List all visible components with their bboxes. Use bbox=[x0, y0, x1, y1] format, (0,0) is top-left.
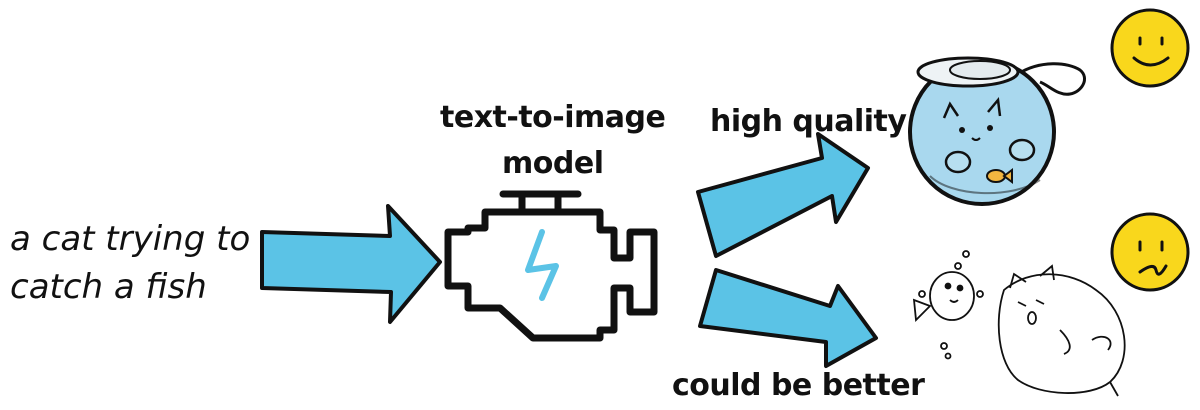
lightning-bolt-icon bbox=[525, 229, 559, 301]
could-be-better-arrow bbox=[698, 268, 878, 368]
high-quality-label: high quality bbox=[710, 104, 907, 139]
confused-face-icon bbox=[1110, 212, 1190, 292]
model-title-line-2: model bbox=[502, 146, 604, 181]
could-be-better-label: could be better bbox=[672, 368, 925, 403]
cat-and-fish-sketch-icon bbox=[912, 250, 1126, 397]
high-quality-arrow bbox=[696, 132, 870, 258]
model-title-line-1: text-to-image bbox=[440, 100, 666, 135]
prompt-line-1: a cat trying to bbox=[10, 219, 251, 259]
cat-in-fishbowl-icon bbox=[908, 56, 1086, 206]
prompt-line-2: catch a fish bbox=[10, 267, 207, 307]
smiley-face-icon bbox=[1110, 8, 1190, 88]
engine-icon bbox=[444, 190, 658, 342]
input-arrow bbox=[260, 204, 442, 324]
